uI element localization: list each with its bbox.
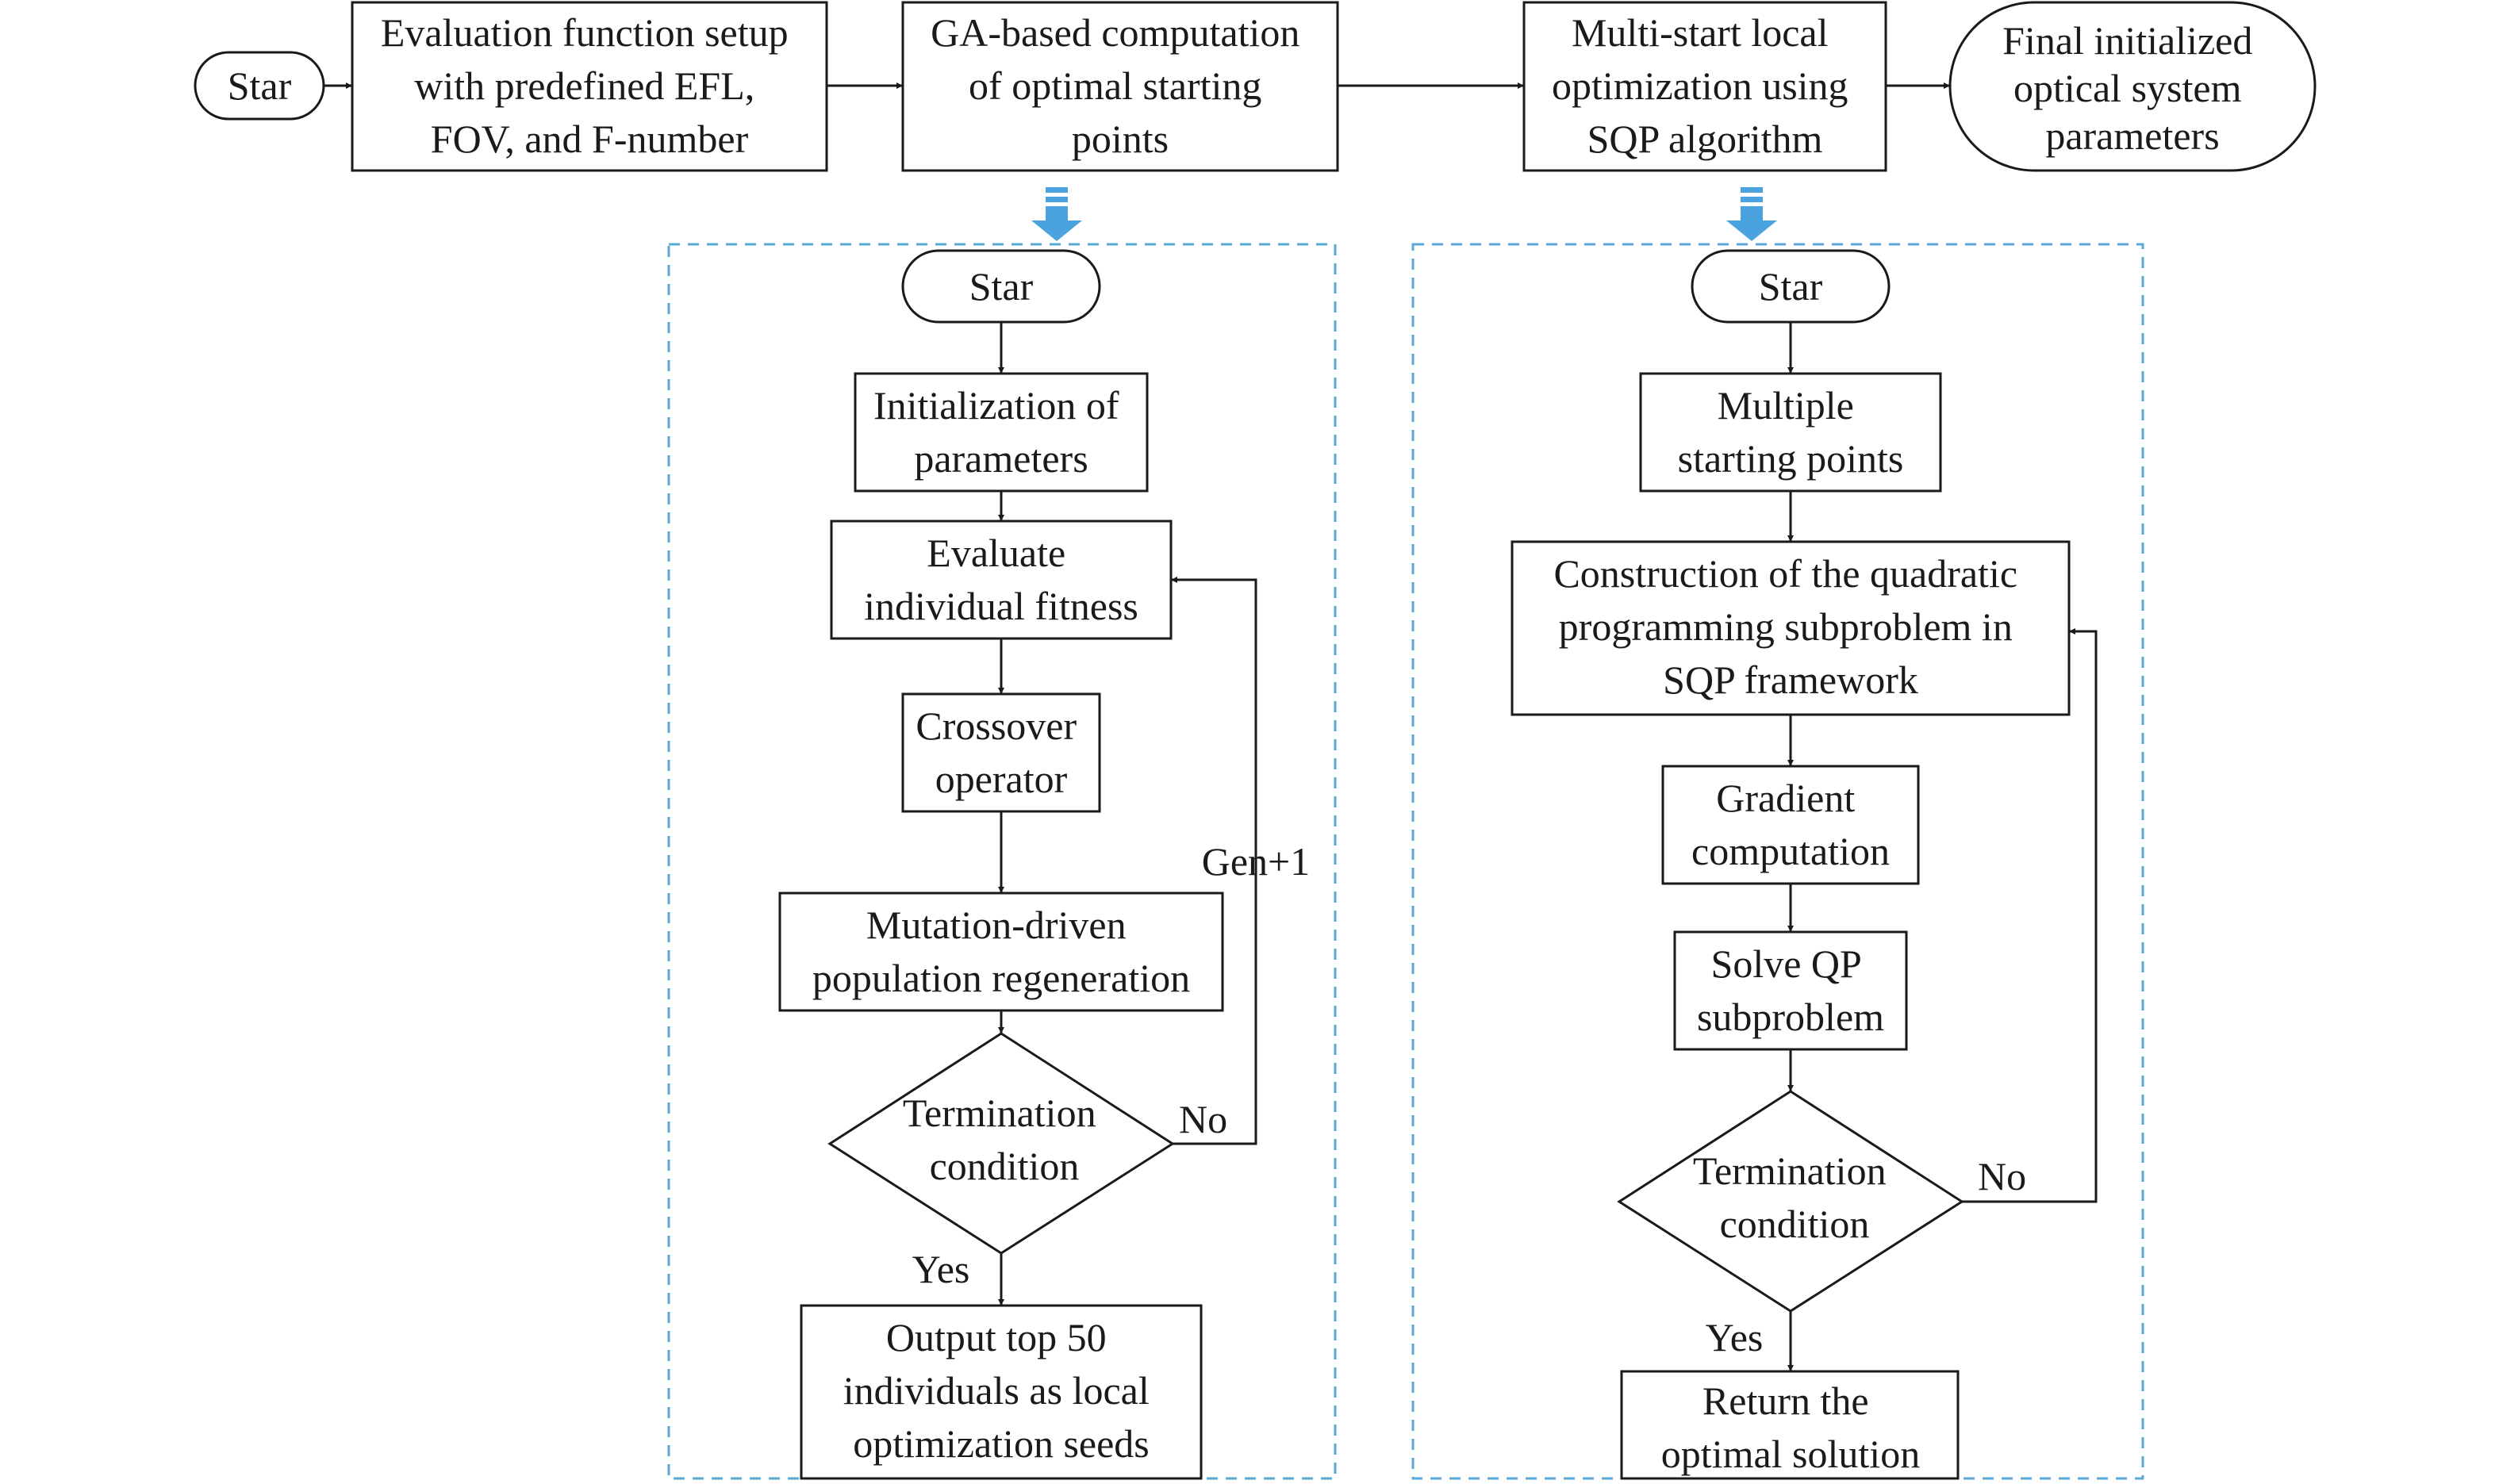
multiple-starting-points-box: Multiple starting points xyxy=(1639,372,1942,493)
evaluation-setup-line-3: FOV, and F-number xyxy=(431,117,749,161)
crossover-line-2: operator xyxy=(935,757,1068,801)
sqp-start-label: Star xyxy=(1759,264,1823,309)
svg-text:Multi-start local optimi: Multi-start local optimization using SQP… xyxy=(1552,10,1858,161)
output-seeds-box: Output top 50 individuals as local optim… xyxy=(800,1304,1203,1480)
svg-text:Star: Star xyxy=(1759,264,1823,309)
svg-text:GA-based computation of: GA-based computation of optimal starting… xyxy=(931,10,1310,161)
ga-computation-line-2: of optimal starting xyxy=(969,63,1261,108)
return-solution-line-1: Return the xyxy=(1702,1379,1869,1423)
crossover-line-1: Crossover xyxy=(916,704,1077,748)
evaluate-fitness-line-1: Evaluate xyxy=(927,531,1065,575)
construct-subproblem-line-1: Construction of the quadratic xyxy=(1553,551,2017,596)
svg-text:Gradient computation: Gradient computation xyxy=(1691,776,1890,873)
svg-text:Termination condition: Termination condition xyxy=(1693,1148,1896,1246)
ga-computation-line-3: points xyxy=(1072,117,1169,161)
multi-start-line-3: SQP algorithm xyxy=(1587,117,1823,161)
mutation-line-1: Mutation-driven xyxy=(866,903,1127,947)
final-parameters-line-2: optical system xyxy=(2013,66,2242,110)
sqp-expand-arrow-icon xyxy=(1726,187,1777,241)
top-start-label: Star xyxy=(228,63,292,108)
multiple-starting-points-line-1: Multiple xyxy=(1718,383,1854,428)
ga-expand-arrow-icon xyxy=(1031,187,1082,241)
multi-start-line-2: optimization using xyxy=(1552,63,1848,108)
construct-subproblem-box: Construction of the quadratic programmin… xyxy=(1511,540,2071,716)
svg-text:Evaluation function setup: Evaluation function setup with predefine… xyxy=(381,10,798,161)
svg-text:Yes: Yes xyxy=(1706,1315,1764,1359)
construct-subproblem-line-2: programming subproblem in xyxy=(1559,604,2013,649)
evaluation-setup-box: Evaluation function setup with predefine… xyxy=(351,1,828,172)
return-solution-line-2: optimal solution xyxy=(1661,1432,1920,1476)
svg-text:No: No xyxy=(1978,1154,2026,1198)
gradient-computation-line-2: computation xyxy=(1691,829,1890,873)
svg-text:Final initialized optica: Final initialized optical system paramet… xyxy=(2002,18,2263,158)
mutation-line-2: population regeneration xyxy=(812,956,1190,1000)
init-parameters-line-1: Initialization of xyxy=(873,383,1119,428)
evaluation-setup-line-1: Evaluation function setup xyxy=(381,10,789,55)
svg-text:Output top 50 individual: Output top 50 individuals as local optim… xyxy=(843,1315,1160,1466)
sqp-yes-label: Yes xyxy=(1706,1315,1764,1359)
ga-yes-label: Yes xyxy=(912,1247,970,1291)
svg-text:Return the optimal solut: Return the optimal solution xyxy=(1661,1379,1920,1476)
solve-qp-line-1: Solve QP xyxy=(1711,941,1861,986)
sqp-no-label: No xyxy=(1978,1154,2026,1198)
svg-text:Evaluate individual fitn: Evaluate individual fitness xyxy=(864,531,1138,628)
multi-start-line-1: Multi-start local xyxy=(1572,10,1829,55)
top-start-node: Star xyxy=(194,51,325,121)
sqp-termination-line-1: Termination xyxy=(1693,1148,1887,1193)
svg-text:Multiple starting points: Multiple starting points xyxy=(1678,383,1904,481)
init-parameters-box: Initialization of parameters xyxy=(854,372,1149,493)
gradient-computation-line-1: Gradient xyxy=(1716,776,1855,820)
svg-text:No: No xyxy=(1179,1097,1227,1141)
crossover-box: Crossover operator xyxy=(901,692,1101,813)
multi-start-box: Multi-start local optimization using SQP… xyxy=(1522,1,1887,172)
output-seeds-line-3: optimization seeds xyxy=(853,1421,1150,1466)
return-solution-box: Return the optimal solution xyxy=(1620,1370,1960,1480)
final-parameters-node: Final initialized optical system paramet… xyxy=(1948,1,2317,172)
final-parameters-line-3: parameters xyxy=(2045,113,2219,158)
output-seeds-line-1: Output top 50 xyxy=(886,1315,1107,1359)
ga-termination-decision: Termination condition xyxy=(827,1032,1175,1255)
ga-computation-box: GA-based computation of optimal starting… xyxy=(901,1,1339,172)
sqp-loop-arrow xyxy=(1962,628,2098,1203)
evaluation-setup-line-2: with predefined EFL, xyxy=(414,63,754,108)
evaluate-fitness-box: Evaluate individual fitness xyxy=(830,520,1173,640)
init-parameters-line-2: parameters xyxy=(914,436,1088,481)
sqp-termination-decision: Termination condition xyxy=(1617,1090,1964,1313)
evaluate-fitness-line-2: individual fitness xyxy=(864,584,1138,628)
ga-termination-line-2: condition xyxy=(930,1144,1080,1188)
sqp-termination-line-2: condition xyxy=(1720,1202,1870,1246)
mutation-box: Mutation-driven population regeneration xyxy=(778,892,1224,1012)
multiple-starting-points-line-2: starting points xyxy=(1678,436,1904,481)
solve-qp-box: Solve QP subproblem xyxy=(1673,930,1908,1051)
ga-loop-arrow xyxy=(1171,577,1257,1145)
svg-text:Yes: Yes xyxy=(912,1247,970,1291)
ga-no-label: No xyxy=(1179,1097,1227,1141)
svg-text:Termination condition: Termination condition xyxy=(903,1091,1106,1188)
solve-qp-line-2: subproblem xyxy=(1697,995,1884,1039)
svg-text:Star: Star xyxy=(969,264,1034,309)
svg-text:Solve QP subproblem: Solve QP subproblem xyxy=(1697,941,1884,1039)
ga-start-node: Star xyxy=(901,249,1101,324)
svg-text:Mutation-driven populati: Mutation-driven population regeneration xyxy=(812,903,1190,1000)
svg-text:Star: Star xyxy=(228,63,292,108)
gen-plus-one-label: Gen+1 xyxy=(1202,839,1311,884)
gradient-computation-box: Gradient computation xyxy=(1661,765,1920,885)
svg-text:Initialization of parame: Initialization of parameters xyxy=(873,383,1129,481)
ga-start-label: Star xyxy=(969,264,1034,309)
output-seeds-line-2: individuals as local xyxy=(843,1368,1150,1413)
construct-subproblem-line-3: SQP framework xyxy=(1663,658,1918,702)
svg-text:Crossover operator: Crossover operator xyxy=(916,704,1086,801)
final-parameters-line-1: Final initialized xyxy=(2002,18,2252,63)
ga-termination-line-1: Termination xyxy=(903,1091,1096,1135)
sqp-start-node: Star xyxy=(1691,249,1891,324)
ga-computation-line-1: GA-based computation xyxy=(931,10,1299,55)
svg-text:Gen+1: Gen+1 xyxy=(1202,839,1311,884)
svg-text:Construction of the quadratic: Construction of the quadratic programmin… xyxy=(1553,551,2027,702)
